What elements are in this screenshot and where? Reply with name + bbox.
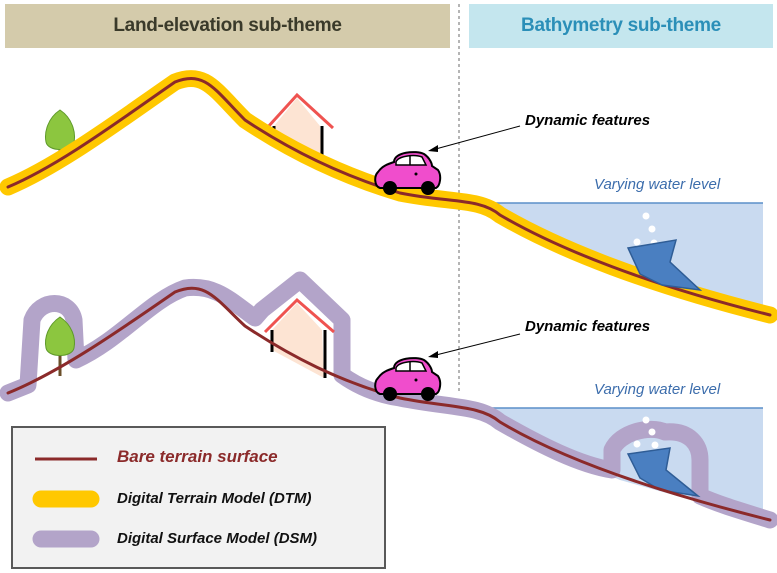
dsm-scene — [0, 271, 777, 529]
legend-label-dsm: Digital Surface Model (DSM) — [117, 530, 318, 547]
bathymetry-header: Bathymetry sub-theme — [469, 4, 773, 48]
legend-item-dtm: Digital Terrain Model (DTM) — [13, 484, 384, 514]
legend-item-bare-terrain: Bare terrain surface — [13, 444, 384, 474]
dynamic-features-label-top: Dynamic features — [525, 112, 651, 129]
land-elevation-title: Land-elevation sub-theme — [113, 15, 342, 36]
legend-label-bare-terrain: Bare terrain surface — [117, 447, 278, 466]
boat-icon — [626, 212, 703, 292]
car-icon — [374, 357, 442, 401]
car-icon — [374, 151, 442, 195]
land-elevation-header: Land-elevation sub-theme — [5, 4, 450, 48]
dtm-scene — [0, 70, 777, 324]
bathymetry-title: Bathymetry sub-theme — [521, 15, 721, 36]
water-level-label-top: Varying water level — [594, 176, 721, 193]
bare-terrain-line-top — [6, 76, 772, 317]
boat-icon — [626, 416, 701, 498]
dynamic-features-label-bottom: Dynamic features — [525, 318, 651, 335]
legend-label-dtm: Digital Terrain Model (DTM) — [117, 490, 312, 507]
bare-terrain-line-bottom — [6, 286, 772, 522]
tree-icon — [45, 316, 75, 376]
water-level-label-bottom: Varying water level — [594, 381, 721, 398]
bare-terrain-swatch — [35, 457, 97, 461]
dtm-swatch — [32, 490, 100, 508]
legend-item-dsm: Digital Surface Model (DSM) — [13, 524, 384, 554]
legend: Bare terrain surface Digital Terrain Mod… — [11, 426, 386, 569]
dsm-swatch — [32, 530, 100, 548]
